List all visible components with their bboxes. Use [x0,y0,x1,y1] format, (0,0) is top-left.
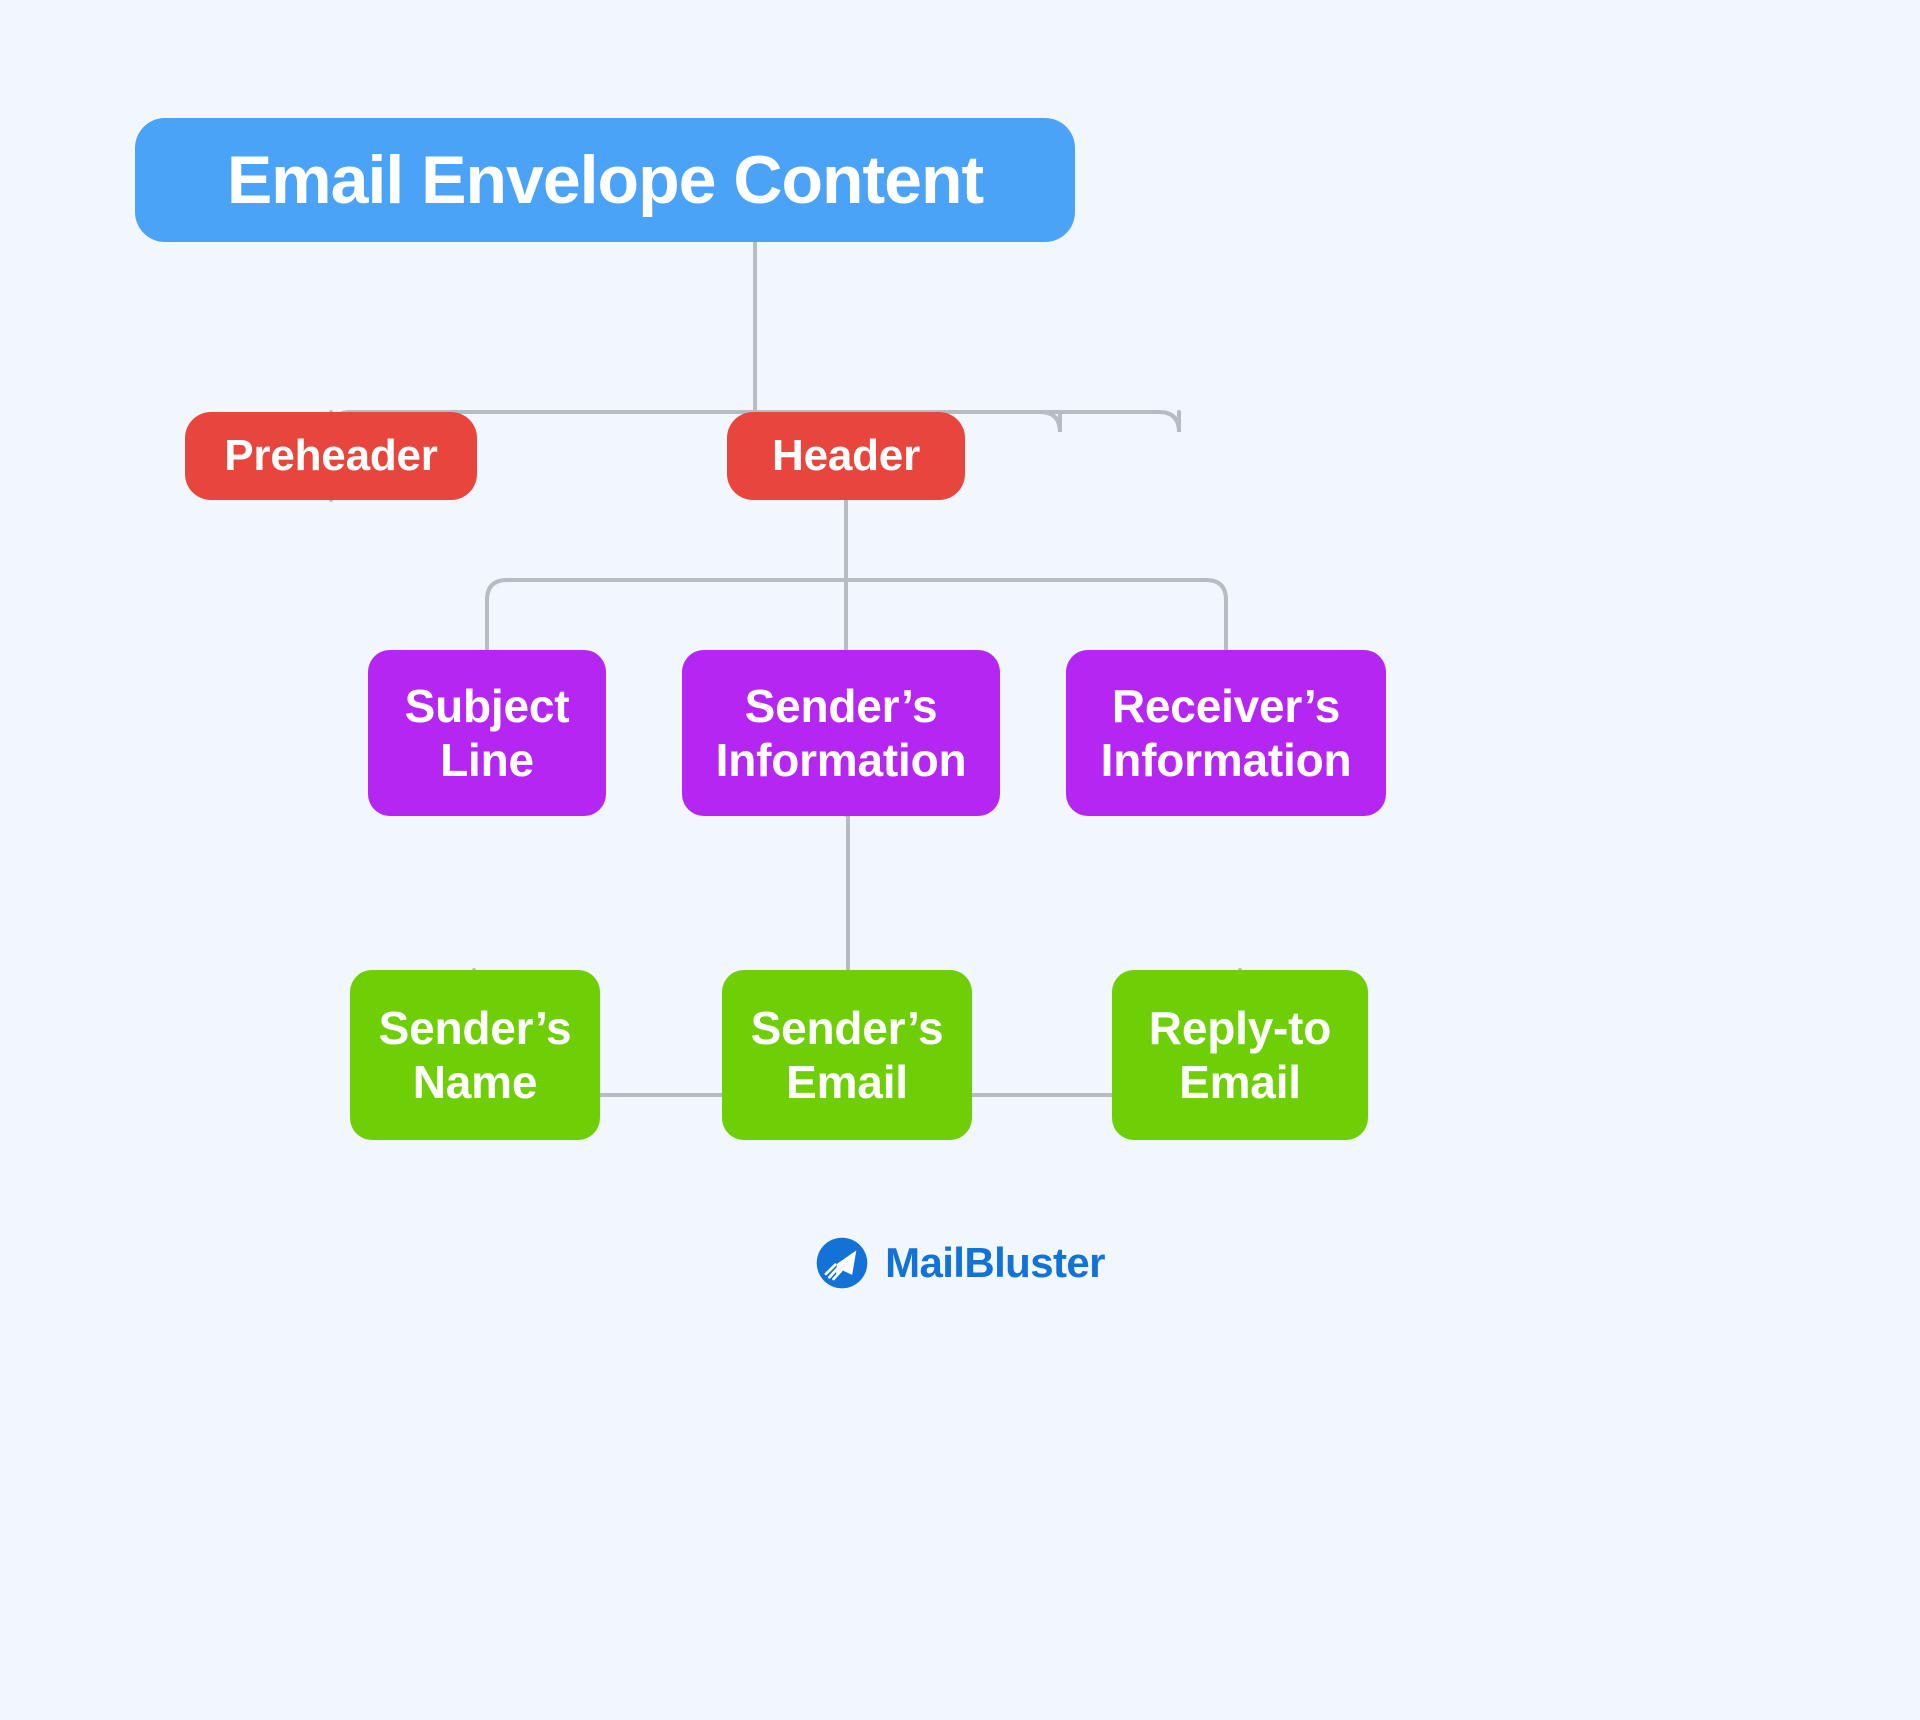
node-label-line1: Receiver’s [1111,679,1341,732]
node-label-line2: Line [440,734,534,786]
node-receivers-information[interactable]: Receiver’s Information [1066,650,1386,816]
node-senders-information[interactable]: Sender’s Information [682,650,1000,816]
node-senders-name-label: Sender’s Name [379,1001,572,1110]
node-label-line1: Subject [404,679,570,732]
node-senders-name[interactable]: Sender’s Name [350,970,600,1140]
node-label-line1: Sender’s [378,1001,572,1054]
connector-level2-right-elbow [844,578,1228,652]
node-reply-to-email[interactable]: Reply-to Email [1112,970,1368,1140]
node-subject-line-label: Subject Line [405,679,570,788]
node-label-line2: Email [1179,1056,1301,1108]
node-label-line1: Sender’s [744,679,938,732]
node-header[interactable]: Header [727,412,965,500]
node-senders-information-label: Sender’s Information [716,679,967,788]
node-senders-email[interactable]: Sender’s Email [722,970,972,1140]
node-senders-email-label: Sender’s Email [751,1001,944,1110]
node-subject-line[interactable]: Subject Line [368,650,606,816]
paper-plane-icon [816,1237,868,1289]
connector-level2-left-elbow [485,578,848,652]
node-label-line2: Information [1100,734,1352,786]
node-label-line2: Information [715,734,967,786]
node-email-envelope-content[interactable]: Email Envelope Content [135,118,1075,242]
node-label-line1: Reply-to [1148,1001,1332,1054]
node-label-line2: Name [412,1056,538,1108]
node-reply-to-email-label: Reply-to Email [1148,1001,1332,1110]
node-receivers-information-label: Receiver’s Information [1101,679,1352,788]
node-label-line1: Sender’s [750,1001,944,1054]
node-label-line2: Email [786,1056,908,1108]
brand-name: MailBluster [885,1239,1105,1286]
node-preheader[interactable]: Preheader [185,412,477,500]
brand-logo: MailBluster [0,1236,1920,1290]
